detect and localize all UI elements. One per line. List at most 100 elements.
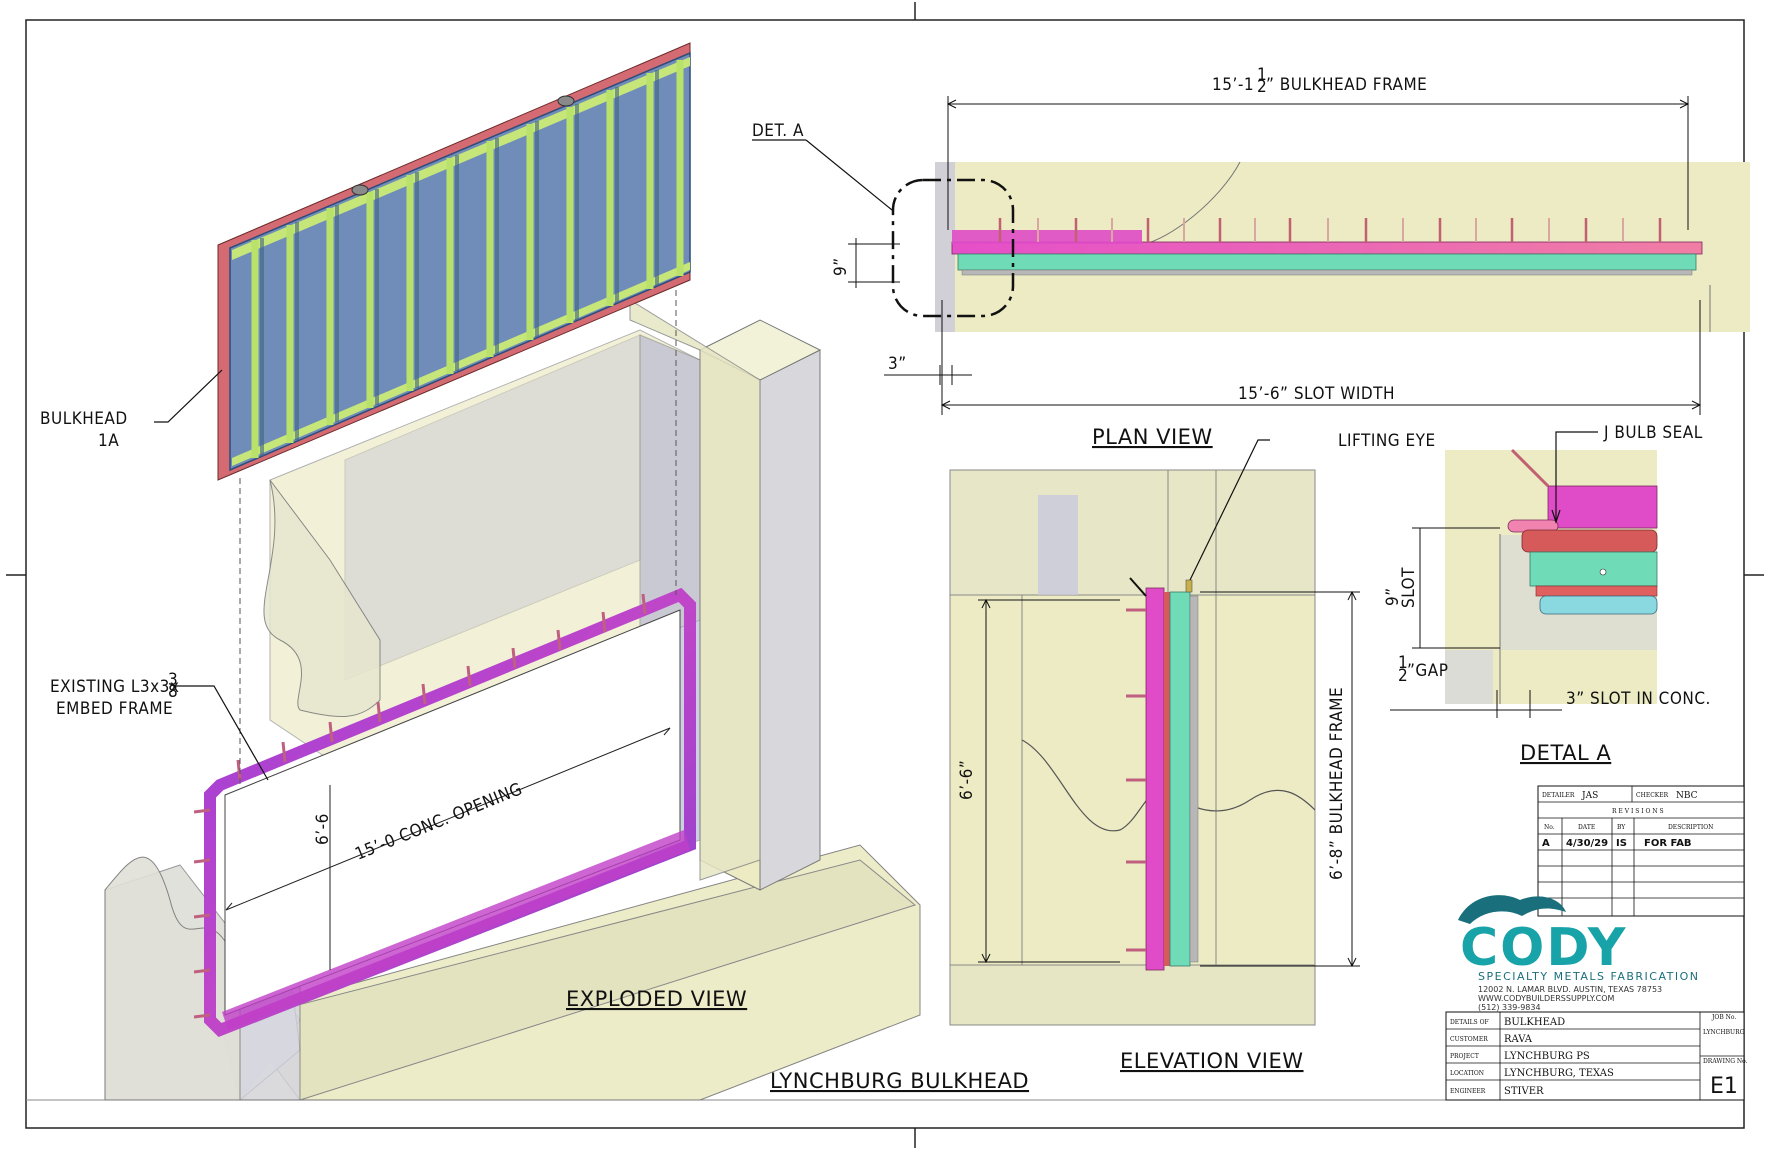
- company-address: 12002 N. LAMAR BLVD. AUSTIN, TEXAS 78753: [1478, 985, 1662, 994]
- field-value-location: LYNCHBURG, TEXAS: [1504, 1068, 1614, 1079]
- embed-leader: [176, 685, 269, 781]
- det-a-callout: DET. A: [752, 121, 804, 141]
- bulkhead-callout: BULKHEAD: [40, 409, 128, 429]
- exploded-view-title: EXPLODED VIEW: [566, 987, 747, 1011]
- plan-view-title: PLAN VIEW: [1092, 425, 1213, 449]
- job-number-label: JOB No.: [1711, 1014, 1736, 1021]
- rev-header-no: No.: [1544, 824, 1555, 831]
- detail-red-lower: [1535, 585, 1658, 597]
- field-label-customer: CUSTOMER: [1450, 1036, 1488, 1043]
- detail-conc-slot-label: 3” SLOT IN CONC.: [1566, 689, 1711, 709]
- rev-row-date: 4/30/29: [1566, 838, 1608, 849]
- elevation-view-title: ELEVATION VIEW: [1120, 1049, 1304, 1073]
- bulkhead-frame-width-frac-den: 2: [1257, 77, 1267, 97]
- exploded-view: 6’-6 15’-0 CONC. OPENING: [40, 42, 921, 1101]
- lifting-eye-leader: [1189, 439, 1270, 581]
- rev-header-by: BY: [1617, 824, 1626, 831]
- company-subtitle: SPECIALTY METALS FABRICATION: [1478, 970, 1699, 983]
- plan-view: DET. A 15’-1 1 2 ” BULKHEAD FRAME 15’-6”…: [752, 65, 1750, 449]
- detailer-value: JAS: [1581, 791, 1598, 801]
- plan-slot-left: [935, 162, 955, 332]
- elevation-base: [1189, 595, 1199, 963]
- plan-magenta-left: [952, 230, 1142, 244]
- detail-red-strip: [1521, 529, 1658, 553]
- elevation-plate: [1145, 587, 1165, 971]
- company-web: WWW.CODYBUILDERSSUPPLY.COM: [1478, 994, 1615, 1003]
- rev-row-no: A: [1542, 838, 1550, 849]
- detail-plate: [1547, 485, 1658, 529]
- rev-header-description: DESCRIPTION: [1668, 824, 1713, 831]
- plan-9-label: 9”: [831, 257, 851, 276]
- j-bulb-leader: [1551, 431, 1598, 524]
- drawing-title: LYNCHBURG BULKHEAD: [770, 1069, 1029, 1093]
- rev-header-date: DATE: [1578, 824, 1595, 831]
- detail-gap-label: ”GAP: [1407, 661, 1448, 681]
- alignment-lines: [239, 290, 677, 785]
- detail-9-label: 9”: [1383, 587, 1403, 606]
- detail-a-title: DETAL A: [1520, 741, 1611, 765]
- rev-row-description: FOR FAB: [1644, 838, 1692, 849]
- cody-hat-icon: [1458, 895, 1566, 924]
- rev-row-by: IS: [1616, 838, 1627, 849]
- elevation-opening-label: 6’-6”: [957, 760, 977, 800]
- elevation-anchor-studs: [1126, 608, 1146, 952]
- elevation-frame-label: 6’-8” BULKHEAD FRAME: [1327, 687, 1347, 880]
- detail-gap-frac-num: 1: [1398, 653, 1408, 673]
- embed-callout-frac-num: 3: [168, 670, 178, 690]
- elevation-right-dimension: [1200, 590, 1360, 968]
- revisions-label: R E V I S I O N S: [1612, 808, 1664, 815]
- field-label-project: PROJECT: [1450, 1053, 1479, 1060]
- bulkhead-frame-width-label: 15’-1: [1212, 75, 1254, 95]
- embed-callout-frame: EMBED FRAME: [56, 699, 173, 719]
- plan-9-dimension: [848, 238, 900, 288]
- back-wall: [629, 299, 761, 881]
- field-label-location: LOCATION: [1450, 1070, 1484, 1077]
- opening-dimensions: [225, 727, 671, 970]
- elevation-upper-slab: [949, 469, 1316, 596]
- plan-bulkhead-base: [961, 269, 1693, 276]
- plan-3-dimension: [884, 365, 972, 385]
- company-logo-text: CODY: [1460, 918, 1627, 978]
- embed-callout-frac-den: 8: [168, 682, 178, 702]
- plan-anchor-studs: [998, 218, 1662, 242]
- elevation-seal: [1169, 591, 1191, 967]
- field-value-engineer: STIVER: [1504, 1086, 1544, 1097]
- bulkhead-callout-id: 1A: [98, 431, 119, 451]
- embed-anchor-studs: [193, 593, 647, 1019]
- detailer-label: DETAILER: [1542, 792, 1575, 799]
- detail-seal: [1529, 551, 1658, 587]
- right-pillar-side: [759, 349, 821, 891]
- company-phone: (512) 339-9834: [1478, 1003, 1541, 1012]
- detail-a: J BULB SEAL 9” SLOT 1 2 ”GAP 3” SLOT IN …: [1383, 423, 1711, 765]
- drawing-number-label: DRAWING No.: [1703, 1058, 1748, 1065]
- plan-top-dimension: [946, 96, 1690, 230]
- elevation-red-strip: [1164, 592, 1170, 966]
- j-bulb-seal-callout: J BULB SEAL: [1603, 423, 1703, 443]
- detail-a-marker: [891, 178, 1015, 318]
- detail-base: [1539, 595, 1658, 615]
- bulkhead-frame-width-suffix: ” BULKHEAD FRAME: [1266, 75, 1427, 95]
- field-value-customer: RAVA: [1504, 1034, 1533, 1045]
- field-value-details: BULKHEAD: [1504, 1017, 1565, 1028]
- detail-slot: [1445, 650, 1493, 704]
- detail-gap-frac-den: 2: [1398, 666, 1408, 686]
- bulkhead-frame-width-frac-num: 1: [1257, 65, 1267, 85]
- field-label-details: DETAILS OF: [1450, 1019, 1489, 1026]
- field-value-project: LYNCHBURG PS: [1504, 1051, 1590, 1062]
- elevation-left-dimension: [978, 598, 1120, 964]
- embed-frame: [204, 587, 696, 1038]
- plan-bulkhead-body: [957, 253, 1697, 271]
- slot-width-label: 15’-6” SLOT WIDTH: [1238, 384, 1395, 404]
- lifting-eye-callout: LIFTING EYE: [1338, 431, 1436, 451]
- checker-value: NBC: [1676, 791, 1698, 801]
- detail-conc-slot-dimension: [1390, 690, 1562, 718]
- elevation-floor: [949, 964, 1316, 1026]
- bulkhead-stiffener-shadows: [260, 70, 659, 456]
- elevation-view: LIFTING EYE 6’-6” 6’-8” BULKHEAD FRAME E…: [949, 431, 1436, 1073]
- detail-slot-dimension: [1412, 527, 1500, 649]
- bulkhead-leader: [154, 369, 223, 423]
- bulkhead-stiffeners: [251, 60, 684, 458]
- plan-anchor-studs-light: [1037, 218, 1624, 242]
- field-label-engineer: ENGINEER: [1450, 1088, 1486, 1095]
